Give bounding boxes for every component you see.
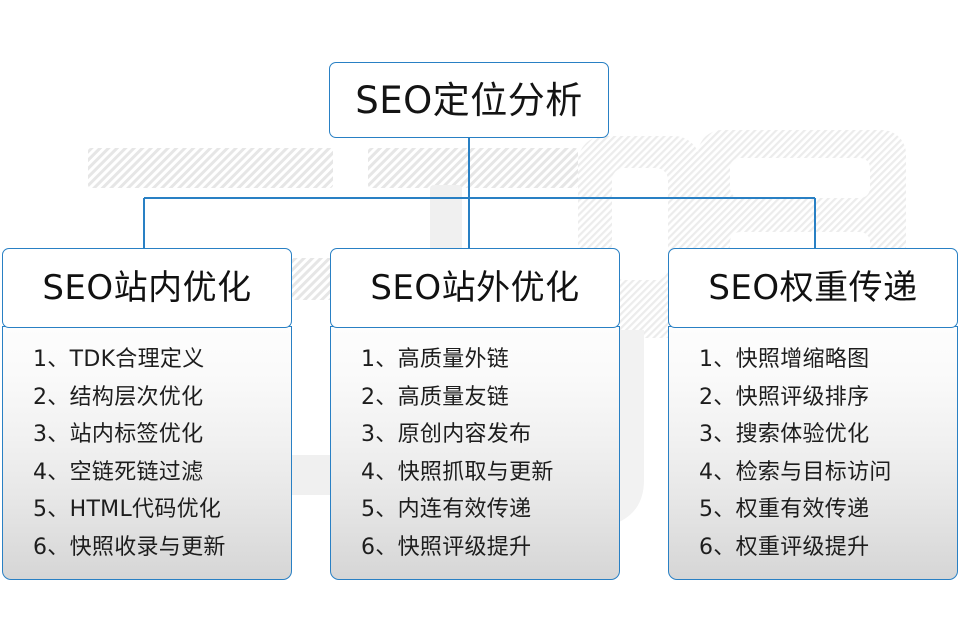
root-node-label: SEO定位分析 bbox=[355, 78, 583, 122]
list-item: 2、结构层次优化 bbox=[33, 384, 204, 410]
list-item: 4、检索与目标访问 bbox=[699, 459, 892, 485]
list-item: 5、HTML代码优化 bbox=[33, 497, 222, 523]
list-item: 4、快照抓取与更新 bbox=[361, 459, 554, 485]
list-item: 3、原创内容发布 bbox=[361, 422, 532, 448]
branch-column-seo-weight: SEO权重传递 1、快照增缩略图 2、快照评级排序 3、搜索体验优化 4、检索与… bbox=[668, 248, 958, 581]
list-item: 1、TDK合理定义 bbox=[33, 347, 205, 373]
branch-header-label: SEO站内优化 bbox=[42, 268, 252, 308]
list-item: 2、高质量友链 bbox=[361, 384, 510, 410]
branch-column-seo-offsite: SEO站外优化 1、高质量外链 2、高质量友链 3、原创内容发布 4、快照抓取与… bbox=[330, 248, 620, 581]
list-item: 6、快照收录与更新 bbox=[33, 534, 226, 560]
branch-header-seo-weight[interactable]: SEO权重传递 bbox=[668, 248, 958, 328]
list-item: 5、内连有效传递 bbox=[361, 497, 532, 523]
branch-header-label: SEO权重传递 bbox=[708, 268, 918, 308]
list-item: 5、权重有效传递 bbox=[699, 497, 870, 523]
branch-header-label: SEO站外优化 bbox=[370, 268, 580, 308]
list-item: 2、快照评级排序 bbox=[699, 384, 870, 410]
branch-body-seo-offsite: 1、高质量外链 2、高质量友链 3、原创内容发布 4、快照抓取与更新 5、内连有… bbox=[330, 326, 620, 581]
list-item: 4、空链死链过滤 bbox=[33, 459, 204, 485]
list-item: 1、快照增缩略图 bbox=[699, 347, 870, 373]
list-item: 1、高质量外链 bbox=[361, 347, 510, 373]
list-item: 6、权重评级提升 bbox=[699, 534, 870, 560]
list-item: 6、快照评级提升 bbox=[361, 534, 532, 560]
branch-header-seo-onsite[interactable]: SEO站内优化 bbox=[2, 248, 292, 328]
branch-body-seo-weight: 1、快照增缩略图 2、快照评级排序 3、搜索体验优化 4、检索与目标访问 5、权… bbox=[668, 326, 958, 581]
list-item: 3、搜索体验优化 bbox=[699, 422, 870, 448]
branch-column-seo-onsite: SEO站内优化 1、TDK合理定义 2、结构层次优化 3、站内标签优化 4、空链… bbox=[2, 248, 292, 581]
list-item: 3、站内标签优化 bbox=[33, 422, 204, 448]
branch-header-seo-offsite[interactable]: SEO站外优化 bbox=[330, 248, 620, 328]
root-node[interactable]: SEO定位分析 bbox=[329, 62, 609, 138]
branch-body-seo-onsite: 1、TDK合理定义 2、结构层次优化 3、站内标签优化 4、空链死链过滤 5、H… bbox=[2, 326, 292, 581]
